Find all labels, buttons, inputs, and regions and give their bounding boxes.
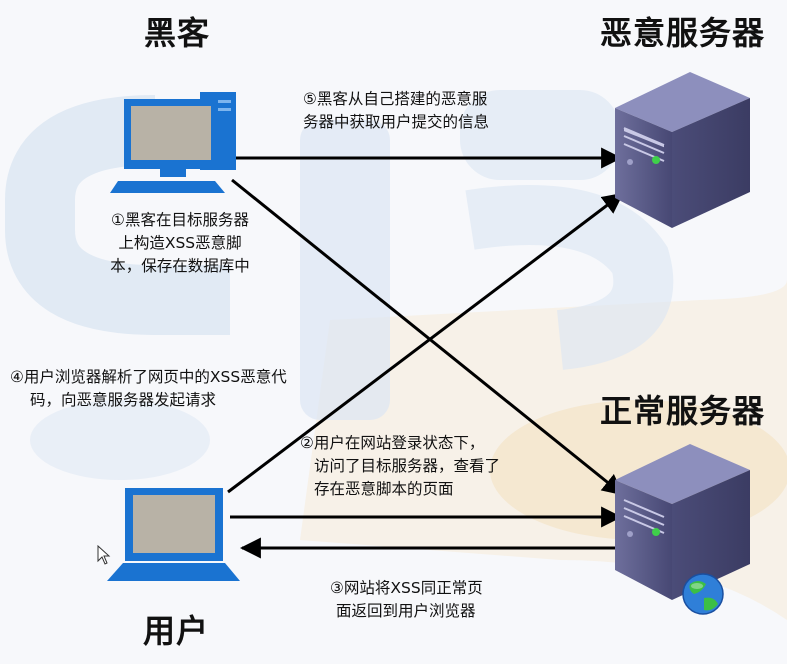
laptop-icon xyxy=(107,488,240,581)
step3-line: ③网站将XSS同正常页 xyxy=(330,579,483,597)
step4-line: 码，向恶意服务器发起请求 xyxy=(30,391,217,409)
step3-line: 面返回到用户浏览器 xyxy=(336,602,476,620)
step1-line: 上构造XSS恶意脚 xyxy=(118,234,242,252)
user-label: 用户 xyxy=(143,612,210,650)
step2-line: 访问了目标服务器，查看了 xyxy=(314,457,501,475)
hacker-label: 黑客 xyxy=(144,14,211,52)
step4-note: ④用户浏览器解析了网页中的XSS恶意代 码，向恶意服务器发起请求 xyxy=(10,366,287,412)
step2-line: ②用户在网站登录状态下， xyxy=(300,434,485,452)
step3-note: ③网站将XSS同正常页 面返回到用户浏览器 xyxy=(330,577,483,623)
arrow-step4 xyxy=(227,192,624,494)
step2-line: 存在恶意脚本的页面 xyxy=(314,480,454,498)
arrow-step1 xyxy=(231,178,624,496)
step2-note: ②用户在网站登录状态下， 访问了目标服务器，查看了 存在恶意脚本的页面 xyxy=(300,432,500,501)
server-tower-icon xyxy=(615,444,750,600)
desktop-computer-icon xyxy=(110,92,236,193)
step4-line: ④用户浏览器解析了网页中的XSS恶意代 xyxy=(10,368,287,386)
step1-line: 本，保存在数据库中 xyxy=(110,257,250,275)
mouse-cursor-icon xyxy=(97,545,111,565)
server-tower-icon xyxy=(615,72,750,228)
malicious-server-label: 恶意服务器 xyxy=(600,14,766,52)
normal-server-label: 正常服务器 xyxy=(600,392,766,430)
step5-line: ⑤黑客从自己搭建的恶意服 xyxy=(303,90,488,108)
step1-note: ①黑客在目标服务器 上构造XSS恶意脚 本，保存在数据库中 xyxy=(80,209,280,278)
step5-line: 务器中获取用户提交的信息 xyxy=(303,113,490,131)
step1-line: ①黑客在目标服务器 xyxy=(111,211,249,229)
globe-icon xyxy=(682,573,724,615)
step5-note: ⑤黑客从自己搭建的恶意服 务器中获取用户提交的信息 xyxy=(303,88,489,134)
